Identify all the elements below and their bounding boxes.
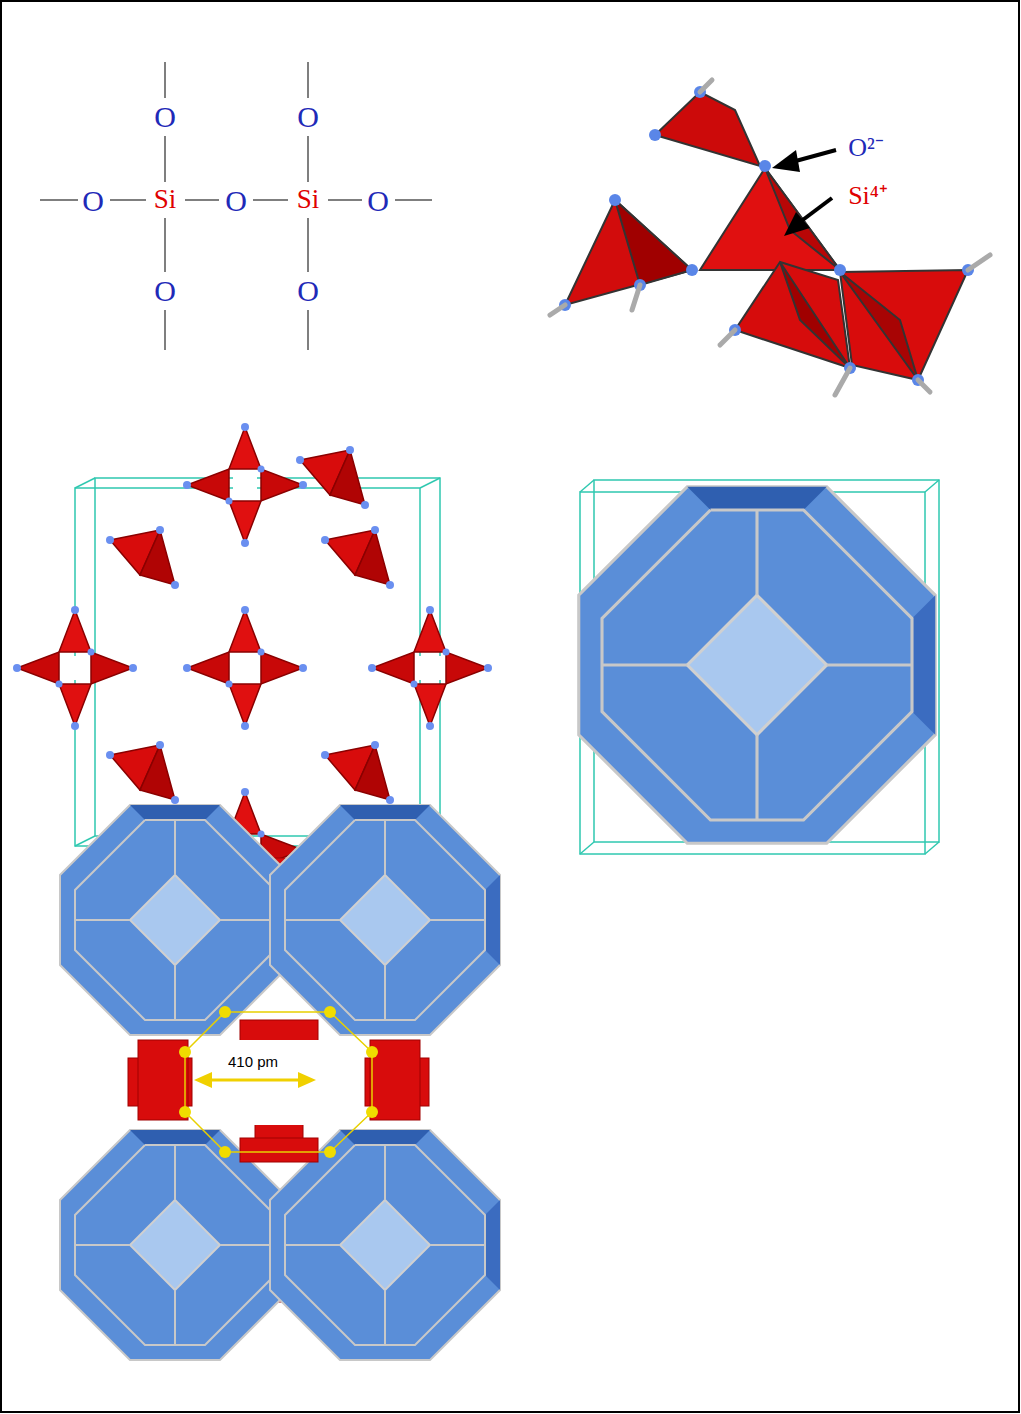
ion-label: O²⁻: [848, 134, 884, 163]
dimension-label: 410 pm: [225, 1054, 281, 1071]
oxygen-label: O: [82, 184, 104, 217]
silicon-label: Si: [154, 185, 177, 215]
ion-label: Si⁴⁺: [848, 182, 888, 211]
oxygen-label: O: [225, 184, 247, 217]
oxygen-label: O: [297, 100, 319, 133]
oxygen-label: O: [154, 274, 176, 307]
oxygen-label: O: [297, 274, 319, 307]
oxygen-label: O: [367, 184, 389, 217]
silicon-label: Si: [297, 185, 320, 215]
oxygen-label: O: [154, 100, 176, 133]
